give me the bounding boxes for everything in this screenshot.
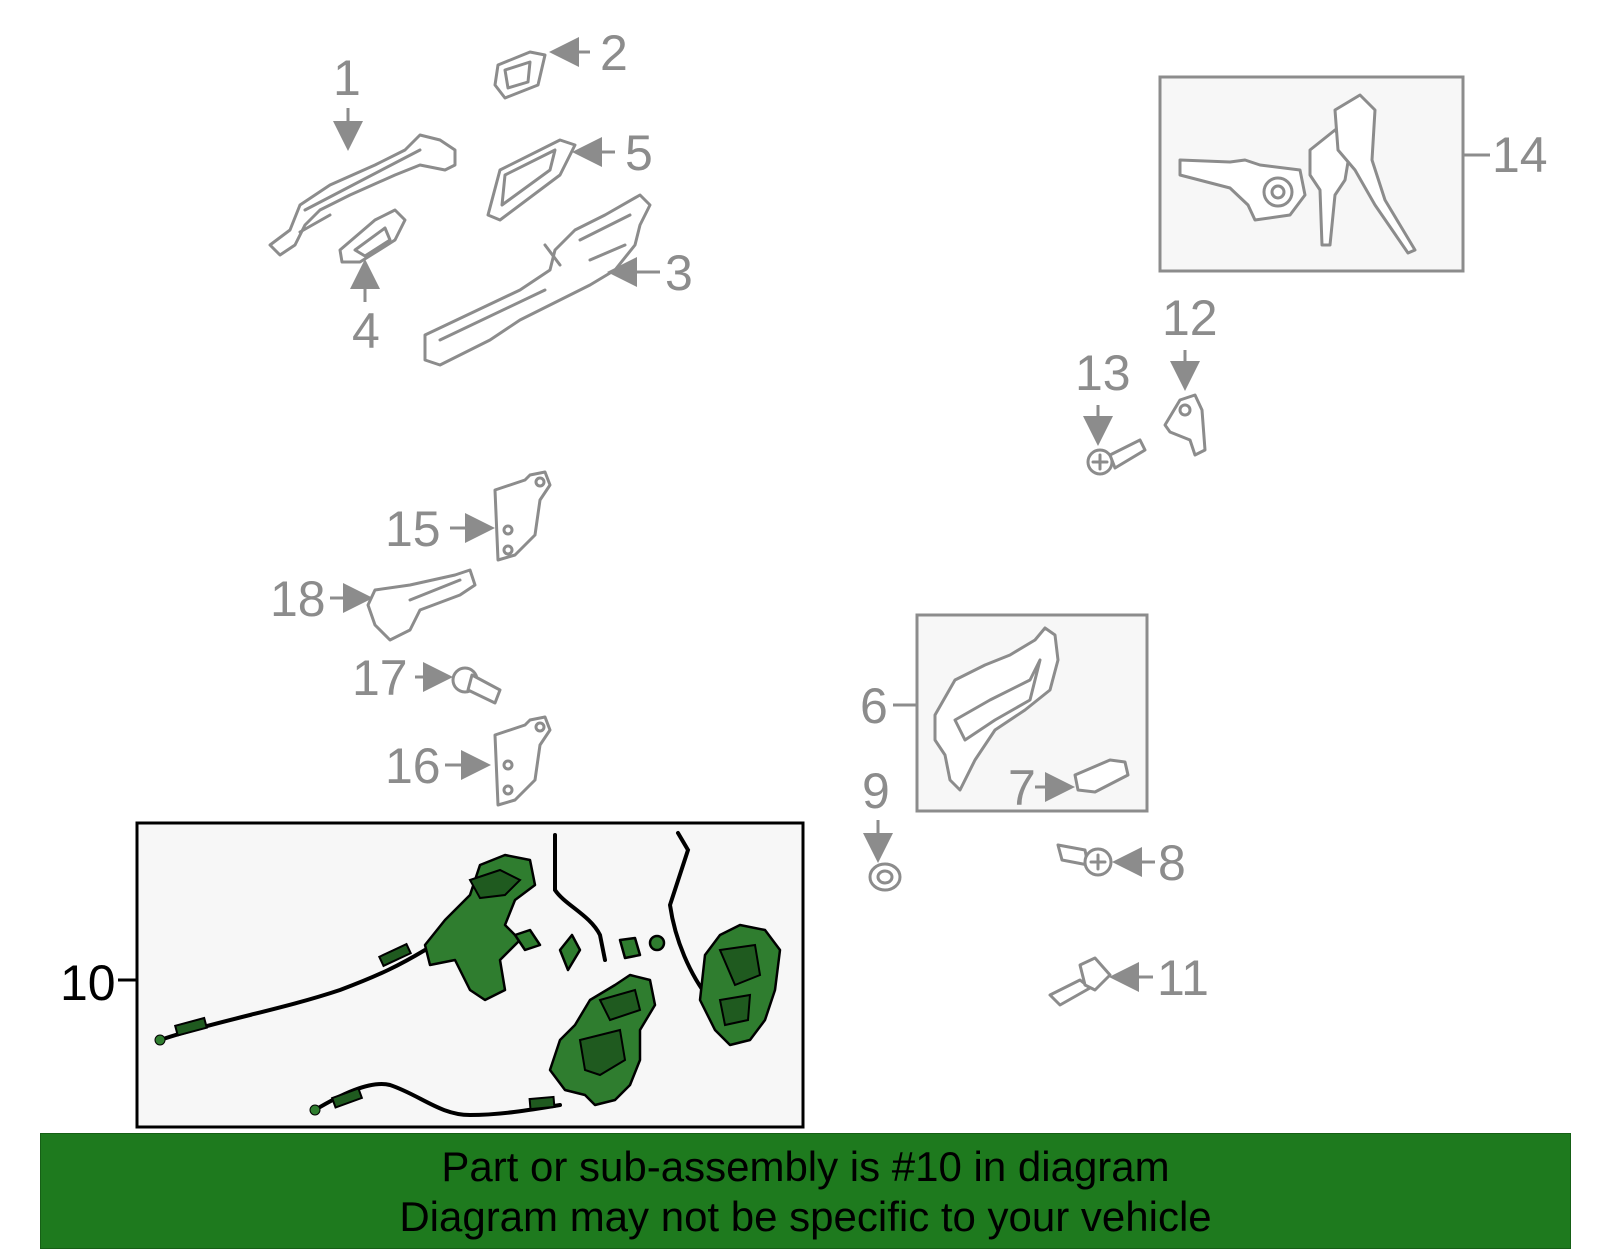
- part-13-screw[interactable]: [1086, 438, 1147, 476]
- callout-15: 15: [385, 501, 441, 557]
- part-8-screw[interactable]: [1056, 843, 1113, 877]
- part-7-clip[interactable]: [1073, 758, 1130, 794]
- callout-14: 14: [1492, 127, 1548, 183]
- part-1-outside-handle[interactable]: [268, 133, 457, 257]
- part-18-door-check[interactable]: [366, 568, 477, 642]
- callout-12: 12: [1162, 290, 1218, 346]
- callout-17: 17: [352, 650, 408, 706]
- part-4-bezel[interactable]: [338, 208, 407, 264]
- part-6-inside-handle[interactable]: [933, 626, 1060, 792]
- callout-18: 18: [270, 571, 326, 627]
- callout-2: 2: [600, 25, 628, 81]
- banner-line-1: Part or sub-assembly is #10 in diagram: [441, 1143, 1170, 1190]
- callout-10: 10: [60, 955, 116, 1011]
- callout-16: 16: [385, 738, 441, 794]
- part-3-handle-bracket[interactable]: [423, 193, 652, 367]
- callout-9: 9: [862, 763, 890, 819]
- callout-4: 4: [352, 303, 380, 359]
- part-17-bolt[interactable]: [451, 666, 502, 705]
- part-12-bracket[interactable]: [1163, 393, 1207, 457]
- callout-13: 13: [1075, 345, 1131, 401]
- part-14-key-cylinder-set[interactable]: [1178, 93, 1417, 255]
- part-2-cap[interactable]: [493, 50, 547, 100]
- callout-1: 1: [333, 50, 361, 106]
- part-15-hinge[interactable]: [493, 470, 552, 562]
- part-5-gasket[interactable]: [486, 138, 577, 222]
- part-11-clip[interactable]: [1048, 956, 1112, 1007]
- callout-11: 11: [1157, 950, 1209, 1006]
- callout-7: 7: [1008, 760, 1036, 816]
- callout-5: 5: [625, 125, 653, 181]
- info-banner: Part or sub-assembly is #10 in diagram D…: [40, 1133, 1571, 1249]
- part-16-hinge[interactable]: [493, 715, 552, 807]
- callout-8: 8: [1158, 835, 1186, 891]
- callout-6: 6: [860, 678, 888, 734]
- banner-line-2: Diagram may not be specific to your vehi…: [399, 1193, 1212, 1240]
- part-9-nut[interactable]: [868, 862, 902, 892]
- part-10-latch-assembly[interactable]: [154, 831, 782, 1118]
- callout-3: 3: [665, 245, 693, 301]
